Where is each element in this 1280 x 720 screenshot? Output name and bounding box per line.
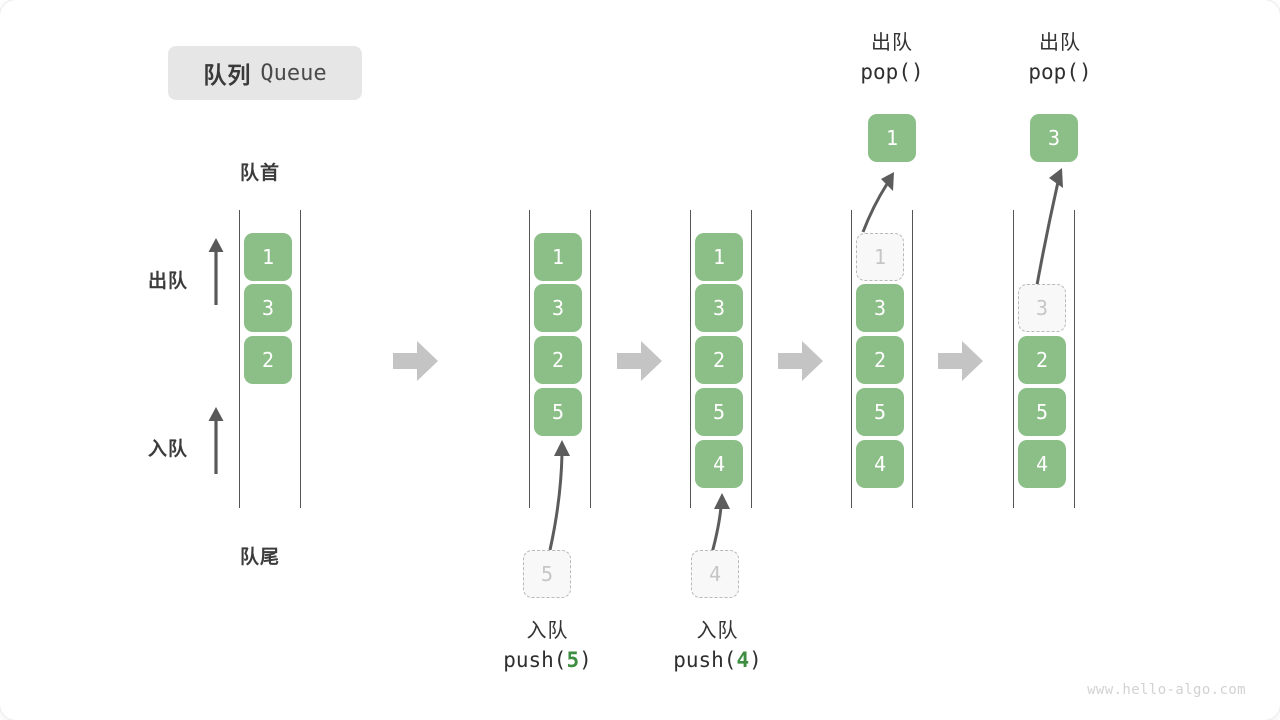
queue-cell: 2 [695, 336, 743, 384]
queue-column-push-5: 1 3 2 5 [529, 210, 591, 508]
queue-cell: 5 [1018, 388, 1066, 436]
queue-cell: 1 [695, 233, 743, 281]
rail-left [851, 210, 852, 508]
title-en: Queue [260, 60, 327, 86]
queue-cell: 5 [534, 388, 582, 436]
enqueue-direction-arrow-icon [208, 407, 224, 474]
queue-cell: 2 [534, 336, 582, 384]
queue-cell: 4 [856, 440, 904, 488]
queue-column-initial: 1 3 2 [239, 210, 301, 508]
queue-cell: 1 [534, 233, 582, 281]
queue-cell: 4 [1018, 440, 1066, 488]
dequeue-direction-arrow-icon [208, 238, 224, 305]
pop-1-cn: 出队 [871, 32, 913, 54]
rail-right [590, 210, 591, 508]
queue-cell: 1 [244, 233, 292, 281]
push-4-operation-label: 入队 push(4) [625, 618, 810, 675]
stage-separator-arrow-icon [778, 341, 823, 381]
queue-cell: 2 [244, 336, 292, 384]
rail-right [751, 210, 752, 508]
stage-separator-arrow-icon [938, 341, 983, 381]
title-badge: 队列 Queue [168, 46, 362, 100]
queue-cell: 4 [695, 440, 743, 488]
rail-left [690, 210, 691, 508]
queue-cell: 2 [856, 336, 904, 384]
watermark: www.hello-algo.com [1087, 682, 1246, 698]
pop-1-code: pop() [860, 59, 924, 84]
title-cn: 队列 [203, 62, 252, 88]
queue-tail-label: 队尾 [240, 547, 281, 568]
rail-left [529, 210, 530, 508]
pop-3-cn: 出队 [1039, 32, 1081, 54]
push-5-code: push(5) [503, 647, 592, 672]
dequeue-direction-label: 出队 [148, 271, 189, 292]
stage-separator-arrow-icon [617, 341, 662, 381]
popped-element-ghost: 3 [1018, 284, 1066, 332]
pop-3-operation-label: 出队 pop() [990, 30, 1130, 87]
push-motion-arrow-icon [710, 493, 730, 554]
incoming-element-ghost: 5 [523, 550, 571, 598]
stage-separator-arrow-icon [393, 341, 438, 381]
popped-element: 1 [868, 114, 916, 162]
rail-left [1013, 210, 1014, 508]
pop-1-operation-label: 出队 pop() [822, 30, 962, 87]
incoming-element-ghost: 4 [691, 550, 739, 598]
queue-column-pop-3: 3 2 5 4 [1013, 210, 1075, 508]
popped-element: 3 [1030, 114, 1078, 162]
push-motion-arrow-icon [548, 440, 570, 551]
enqueue-direction-label: 入队 [148, 439, 189, 460]
push-4-code: push(4) [673, 647, 762, 672]
popped-element-ghost: 1 [856, 233, 904, 281]
push-5-operation-label: 入队 push(5) [455, 618, 640, 675]
queue-cell: 3 [695, 284, 743, 332]
queue-head-label: 队首 [240, 163, 281, 184]
push-5-cn: 入队 [526, 620, 569, 642]
pop-motion-arrow-icon [861, 172, 894, 233]
queue-cell: 5 [695, 388, 743, 436]
rail-right [1074, 210, 1075, 508]
push-4-cn: 入队 [696, 620, 739, 642]
queue-cell: 3 [244, 284, 292, 332]
queue-cell: 3 [534, 284, 582, 332]
queue-cell: 3 [856, 284, 904, 332]
queue-cell: 5 [856, 388, 904, 436]
rail-right [912, 210, 913, 508]
pop-3-code: pop() [1028, 59, 1092, 84]
queue-cell: 2 [1018, 336, 1066, 384]
rail-left [239, 210, 240, 508]
queue-column-pop-1: 1 3 2 5 4 [851, 210, 913, 508]
queue-column-push-4: 1 3 2 5 4 [690, 210, 752, 508]
rail-right [300, 210, 301, 508]
